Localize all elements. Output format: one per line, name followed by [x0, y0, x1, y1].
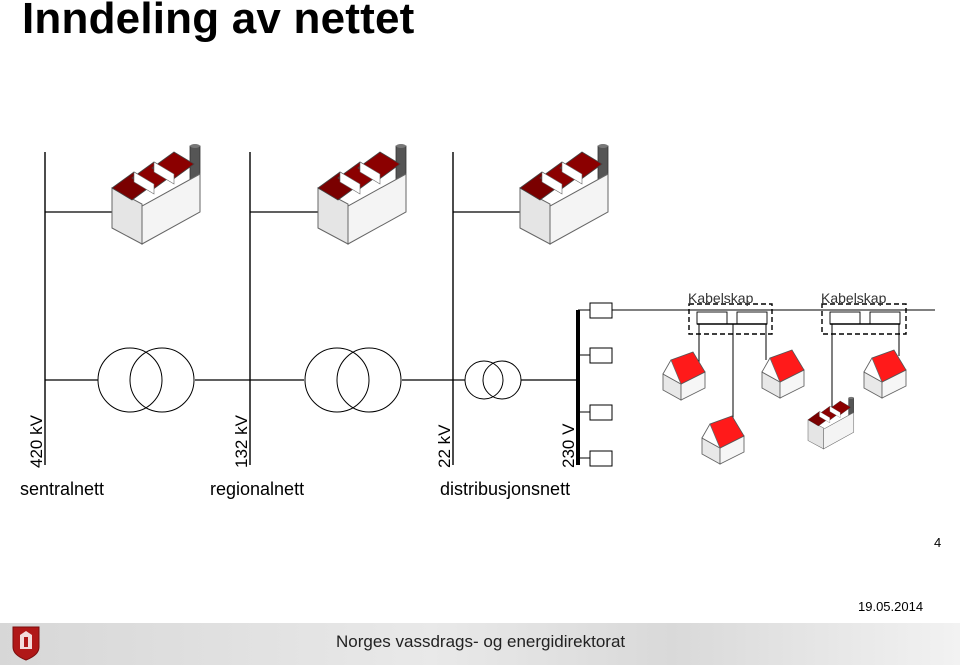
transformer-22-230 — [464, 360, 522, 400]
voltage-label-132kv: 132 kV — [232, 415, 251, 468]
transformer-132-22 — [304, 347, 402, 413]
page-title: Inndeling av nettet — [22, 0, 415, 43]
label-regionalnett: regionalnett — [210, 479, 305, 499]
transformer-420-132 — [97, 347, 195, 413]
cable-cabinet-label-2: Kabelskap — [821, 290, 887, 306]
cable-cabinet-1 — [688, 303, 773, 425]
voltage-label-230v: 230 V — [559, 423, 578, 468]
voltage-label-420kv: 420 kV — [27, 415, 46, 468]
grid-diagram — [44, 143, 935, 467]
nve-logo-icon — [12, 626, 40, 661]
label-distribusjonsnett: distribusjonsnett — [440, 479, 571, 499]
voltage-label-22kv: 22 kV — [435, 424, 454, 468]
footer-bar — [0, 623, 960, 665]
page-number: 4 — [934, 535, 942, 550]
label-sentralnett: sentralnett — [20, 479, 105, 499]
cable-cabinet-2 — [821, 303, 907, 418]
footer-organization: Norges vassdrags- og energidirektorat — [336, 632, 626, 651]
cable-cabinet-label-1: Kabelskap — [688, 290, 754, 306]
slide-date: 19.05.2014 — [858, 599, 924, 614]
